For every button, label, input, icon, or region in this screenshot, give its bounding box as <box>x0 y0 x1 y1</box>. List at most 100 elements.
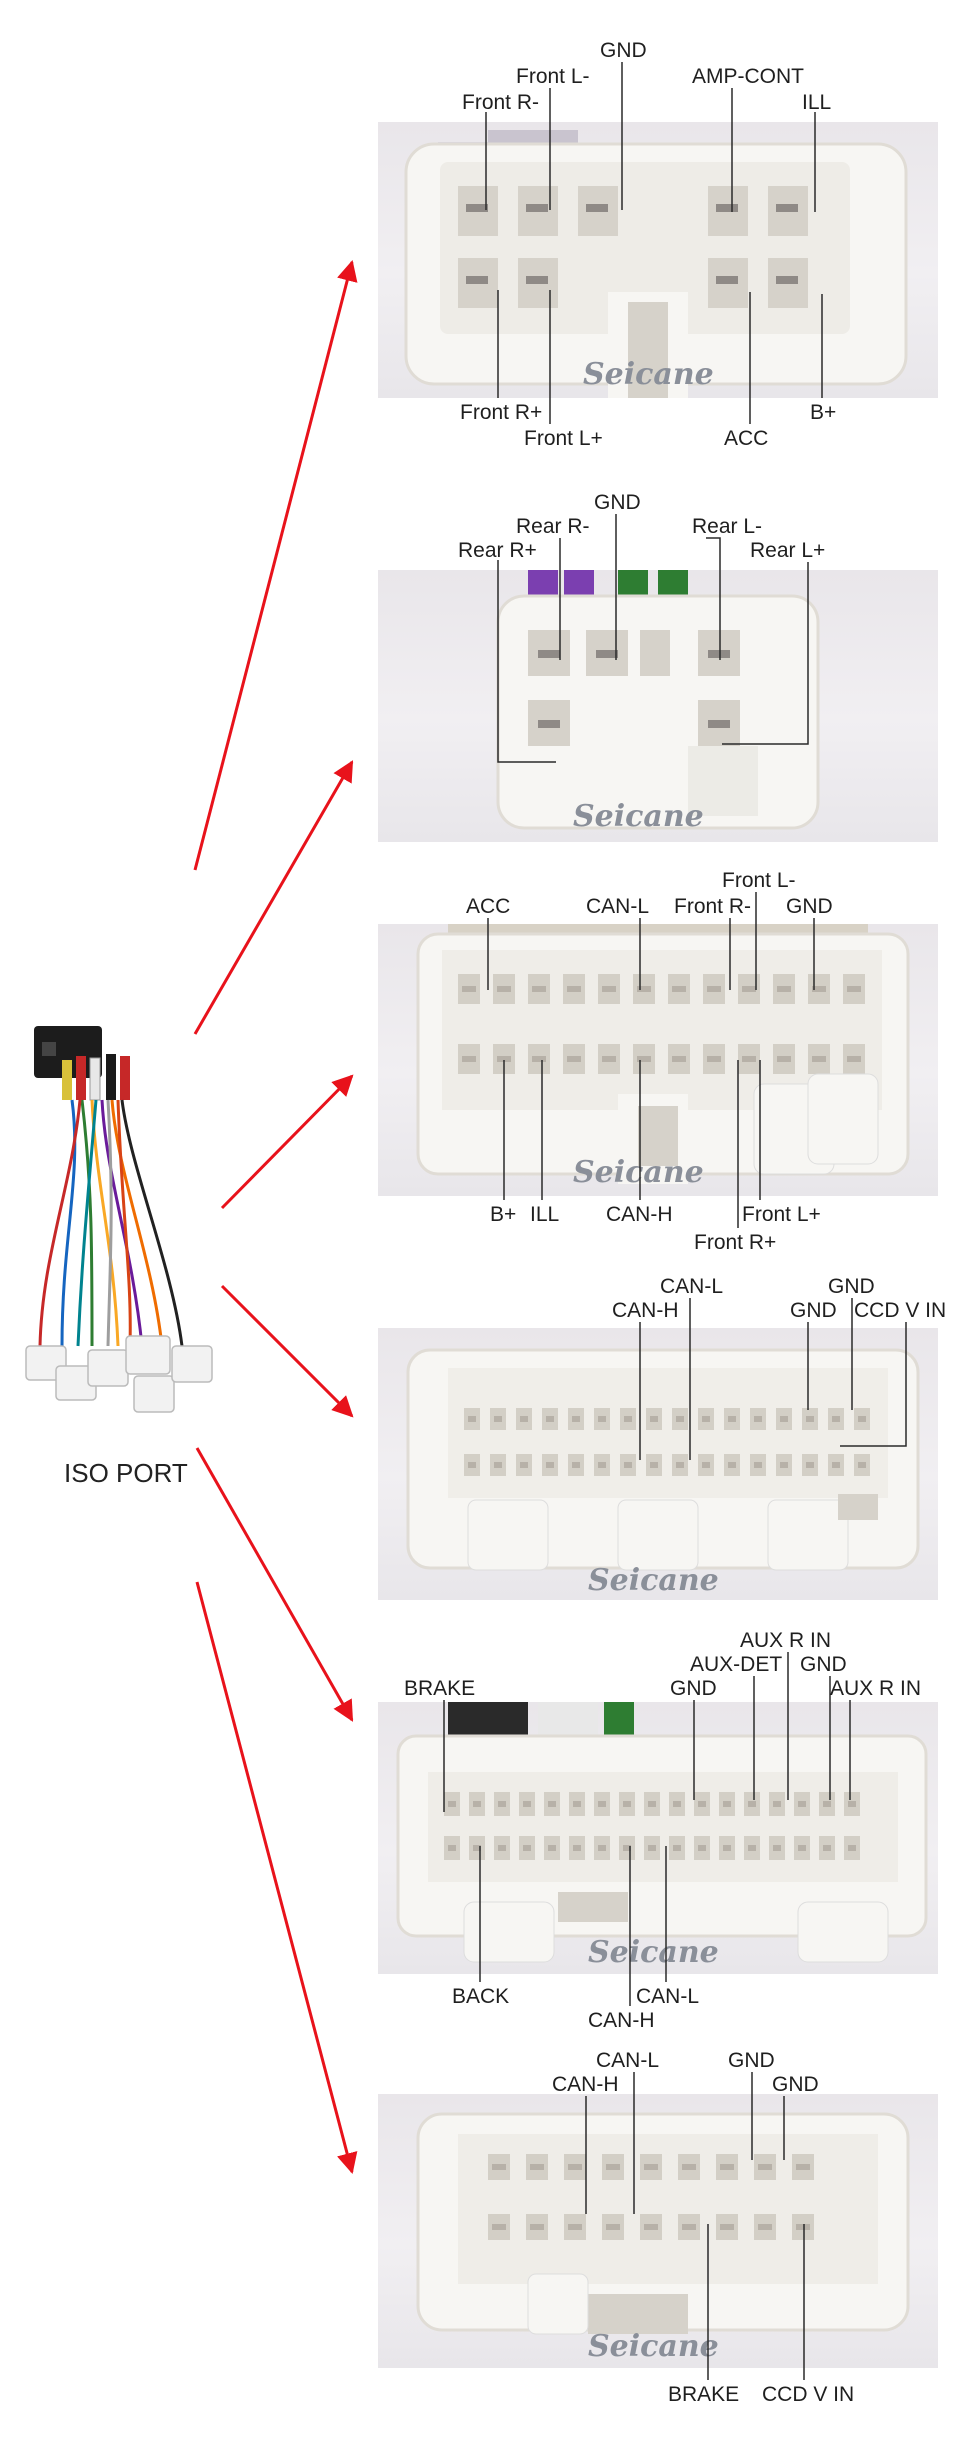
terminal-pin <box>606 2224 620 2230</box>
brand-watermark-3: Seicane <box>573 1155 704 1190</box>
terminal-pin <box>448 1845 456 1851</box>
terminal-pin <box>698 1801 706 1807</box>
terminal-pin <box>624 1416 632 1422</box>
terminal-pin <box>728 1462 736 1468</box>
terminal-pin <box>848 1845 856 1851</box>
terminal-pin <box>494 1416 502 1422</box>
p3-label-can-l: CAN-L <box>586 895 650 918</box>
p3-label-gnd: GND <box>786 895 833 918</box>
terminal-pin <box>530 2224 544 2230</box>
arrow-to-panel-6 <box>195 1581 358 2175</box>
terminal-pin <box>682 2224 696 2230</box>
connector-5-image: Seicane <box>396 1702 928 1970</box>
p3-label-front-l-plus: Front L+ <box>742 1203 821 1226</box>
terminal-pin <box>546 1416 554 1422</box>
p4-label-can-h: CAN-H <box>612 1299 679 1322</box>
terminal-pin <box>637 986 651 992</box>
terminal-pin <box>702 1462 710 1468</box>
terminal-pin <box>780 1462 788 1468</box>
p1-label-ill: ILL <box>802 91 832 114</box>
p5-label-brake: BRAKE <box>404 1677 476 1700</box>
terminal-pin <box>650 1416 658 1422</box>
terminal-pin <box>598 1462 606 1468</box>
p5-label-gnd: GND <box>670 1677 717 1700</box>
terminal-pin <box>546 1462 554 1468</box>
p3-label-ill: ILL <box>530 1203 560 1226</box>
p4-label-ccd-v-in: CCD V IN <box>854 1299 947 1322</box>
terminal-pin <box>473 1801 481 1807</box>
p1-label-amp-cont: AMP-CONT <box>692 65 804 88</box>
connector-4-image: Seicane <box>406 1348 920 1598</box>
terminal-pin <box>606 2164 620 2170</box>
terminal-pin <box>823 1845 831 1851</box>
terminal-pin <box>497 986 511 992</box>
terminal-pin <box>672 1056 686 1062</box>
arrow-to-panel-2 <box>193 760 354 1035</box>
terminal-pin <box>548 1845 556 1851</box>
p6-label-can-h: CAN-H <box>552 2073 619 2096</box>
terminal-pin <box>567 1056 581 1062</box>
terminal-pin <box>847 986 861 992</box>
terminal-pin <box>623 1801 631 1807</box>
terminal-pin <box>473 1845 481 1851</box>
terminal-pin <box>754 1462 762 1468</box>
terminal-pin <box>498 1845 506 1851</box>
terminal-pin <box>798 1801 806 1807</box>
connector-1-image: Seicane <box>404 130 908 398</box>
terminal-pin <box>812 986 826 992</box>
terminal-pin <box>532 986 546 992</box>
terminal-pin <box>530 2164 544 2170</box>
terminal-pin <box>673 1845 681 1851</box>
p5-label-can-h: CAN-H <box>588 2009 655 2032</box>
connector-panel-3: Seicane <box>378 924 938 1196</box>
connector-2-image: Seicane <box>496 570 820 834</box>
terminal-pin <box>777 1056 791 1062</box>
brand-watermark-2: Seicane <box>573 799 704 834</box>
terminal-pin <box>492 2164 506 2170</box>
terminal-pin <box>648 1801 656 1807</box>
terminal-pin <box>758 2164 772 2170</box>
p2-label-rear-r-minus: Rear R- <box>516 515 590 538</box>
terminal-pin <box>832 1416 840 1422</box>
p3-label-front-l-minus: Front L- <box>722 869 796 892</box>
iso-harness-image <box>25 1026 213 1413</box>
connector-6-image: Seicane <box>416 2112 910 2364</box>
terminal-pin <box>462 986 476 992</box>
brand-watermark-5: Seicane <box>588 1935 719 1970</box>
connector-panel-6: Seicane <box>378 2094 938 2368</box>
terminal-pin <box>568 2224 582 2230</box>
terminal-pin <box>707 986 721 992</box>
terminal-pin <box>573 1801 581 1807</box>
terminal-pin <box>796 2164 810 2170</box>
connector-plugs-icon <box>25 1335 213 1413</box>
p1-label-b-plus: B+ <box>810 401 837 424</box>
terminal-pin <box>648 1845 656 1851</box>
terminal-pin <box>520 1416 528 1422</box>
terminal-pin <box>644 2164 658 2170</box>
p4-label-gnd-top: GND <box>828 1275 875 1298</box>
terminal-pin <box>468 1416 476 1422</box>
arrow-to-panel-1 <box>193 259 358 871</box>
p1-label-gnd: GND <box>600 39 647 62</box>
terminal-pin <box>742 986 756 992</box>
terminal-pin <box>796 2224 810 2230</box>
connector-panel-1: Seicane <box>378 122 938 398</box>
terminal-pin <box>758 2224 772 2230</box>
arrow-to-panel-5 <box>195 1447 354 1722</box>
brand-watermark-1: Seicane <box>583 357 714 392</box>
connector-3-image: Seicane <box>416 924 910 1190</box>
p6-label-ccd-v-in: CCD V IN <box>762 2383 855 2406</box>
terminal-pin <box>698 1845 706 1851</box>
terminal-pin <box>644 2224 658 2230</box>
terminal-pin <box>523 1801 531 1807</box>
p3-label-front-r-minus: Front R- <box>674 895 752 918</box>
p6-label-gnd: GND <box>772 2073 819 2096</box>
terminal-pin <box>748 1845 756 1851</box>
p2-label-rear-r-plus: Rear R+ <box>458 539 537 562</box>
terminal-pin <box>676 1462 684 1468</box>
terminal-pin <box>848 1801 856 1807</box>
terminal-pin <box>858 1416 866 1422</box>
iso-port-label: ISO PORT <box>64 1458 188 1488</box>
terminal-pin <box>623 1845 631 1851</box>
